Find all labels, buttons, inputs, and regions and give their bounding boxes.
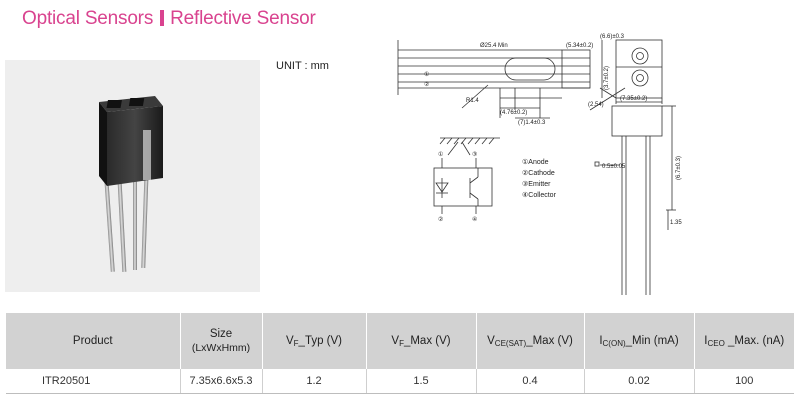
pin-number-2: ② — [424, 81, 429, 88]
product-photo — [5, 60, 260, 292]
cell-size: 7.35x6.6x5.3 — [179, 369, 262, 394]
header-vf-typ: VF_Typ (V) — [261, 313, 366, 369]
table-row: ITR20501 7.35x6.6x5.3 1.2 1.5 0.4 0.02 1… — [6, 369, 794, 394]
cell-ic-min: 0.02 — [583, 369, 694, 394]
cell-iceo-max: 100 — [693, 369, 794, 394]
dim-side: (7.35±0.2) — [620, 96, 647, 102]
dim-r: R1.4 — [466, 98, 479, 104]
header-size-unit: (LxWxHmm) — [191, 341, 251, 354]
schematic-pin-1: ① — [438, 151, 443, 158]
pin-number-1: ① — [424, 71, 429, 78]
legend-cathode: ②Cathode — [522, 169, 555, 177]
dim-height: (6.7±0.3) — [676, 156, 682, 180]
subcategory-title: Reflective Sensor — [170, 8, 316, 29]
header-size: Size (LxWxHmm) — [179, 313, 262, 369]
cell-vf-max: 1.5 — [365, 369, 476, 394]
dim-pitch: (2.54) — [588, 102, 604, 108]
schematic-pin-3: ③ — [472, 151, 477, 158]
dim-gap: 1.35 — [670, 220, 682, 226]
dim-body: (4.76±0.2) — [500, 110, 527, 116]
dimension-drawing: Ø25.4 Min (5.34±0.2) (6.6)±0.3 (4.76±0.2… — [397, 34, 682, 295]
header-ic-min: IC(ON)_Min (mA) — [583, 313, 694, 369]
dim-width: (5.34±0.2) — [566, 43, 593, 49]
dim-top: (6.6)±0.3 — [600, 34, 625, 40]
dim-right: (3.7±0.2) — [604, 66, 610, 90]
spec-table: Product Size (LxWxHmm) VF_Typ (V) VF_Max… — [6, 313, 794, 394]
schematic-pin-2: ② — [438, 216, 443, 223]
unit-label: UNIT : mm — [276, 60, 329, 72]
category-title: Optical Sensors — [22, 8, 154, 29]
dim-total: Ø25.4 Min — [480, 43, 508, 49]
cell-vce-max: 0.4 — [475, 369, 584, 394]
header-vf-max: VF_Max (V) — [365, 313, 476, 369]
cell-product: ITR20501 — [6, 369, 180, 394]
page-title: Optical Sensors Reflective Sensor — [22, 8, 316, 30]
header-vce-max: VCE(SAT)_Max (V) — [475, 313, 584, 369]
legend-collector: ④Collector — [522, 191, 557, 199]
schematic-pin-4: ④ — [472, 216, 477, 223]
cell-vf-typ: 1.2 — [261, 369, 366, 394]
sensor-photo-illustration — [99, 96, 163, 272]
legend-anode: ①Anode — [522, 158, 549, 166]
header-iceo-max: ICEO _Max. (nA) — [693, 313, 794, 369]
header-product: Product — [6, 313, 180, 369]
header-size-label: Size — [209, 328, 233, 341]
dim-lead: 0.5±0.05 — [602, 164, 626, 170]
legend-emitter: ③Emitter — [522, 180, 551, 188]
dim-base: (7)1.4±0.3 — [518, 120, 546, 126]
table-header-row: Product Size (LxWxHmm) VF_Typ (V) VF_Max… — [6, 313, 794, 369]
title-separator — [160, 10, 165, 26]
